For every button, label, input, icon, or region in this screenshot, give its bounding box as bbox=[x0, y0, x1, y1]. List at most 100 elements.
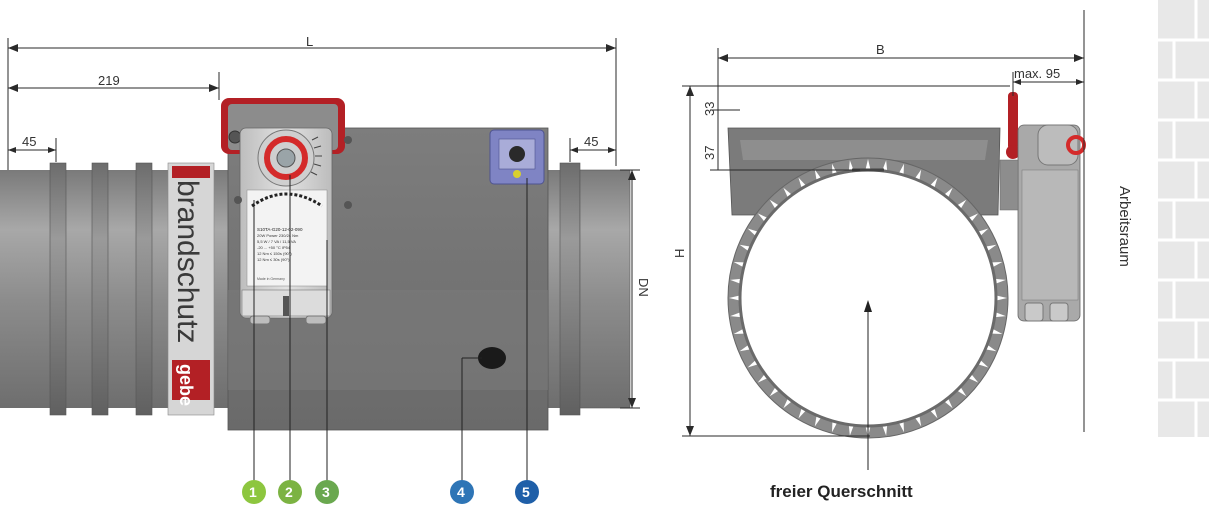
brand-logo-top bbox=[172, 166, 210, 178]
svg-text:12 Nm ≤ 30s (90°): 12 Nm ≤ 30s (90°) bbox=[257, 257, 290, 262]
insulation-tooth bbox=[730, 312, 741, 318]
insulation-tooth bbox=[968, 374, 979, 383]
inspection-opening bbox=[478, 347, 506, 369]
svg-text:4: 4 bbox=[457, 484, 465, 500]
wall-hatching bbox=[1158, 0, 1209, 437]
insulation-teeth bbox=[729, 159, 1007, 437]
front-dimensions: B max. 95 H 33 37 bbox=[672, 10, 1085, 470]
callout-badge-5 bbox=[515, 480, 539, 504]
svg-text:2: 2 bbox=[285, 484, 293, 500]
pipe-end-right bbox=[579, 169, 631, 409]
dim-DN: DN bbox=[636, 278, 651, 297]
working-space-label: Arbeitsraum bbox=[1116, 186, 1133, 267]
flange-ring-left-2 bbox=[91, 162, 109, 416]
insulation-tooth bbox=[747, 360, 758, 368]
flange-ring-left-3 bbox=[135, 162, 153, 416]
svg-text:12 Nm ≤ 150s (90°): 12 Nm ≤ 150s (90°) bbox=[257, 251, 292, 256]
dial-scale bbox=[310, 136, 322, 176]
svg-text:5,5 W / 7 VA / 11,5 VA: 5,5 W / 7 VA / 11,5 VA bbox=[257, 239, 296, 244]
brand-logo-text: gebe bbox=[176, 364, 196, 406]
insulation-tooth bbox=[757, 213, 768, 222]
insulation-tooth bbox=[848, 425, 854, 436]
insulation-tooth bbox=[968, 213, 979, 222]
insulation-tooth bbox=[915, 416, 922, 427]
insulation-tooth bbox=[769, 387, 779, 397]
insulation-tooth bbox=[882, 425, 888, 436]
insulation-tooth bbox=[995, 312, 1006, 318]
insulation-tooth bbox=[957, 387, 967, 397]
insulation-tooth bbox=[882, 160, 888, 171]
callout-badge-3 bbox=[315, 480, 339, 504]
insulation-tooth bbox=[769, 199, 779, 209]
bracket-screw bbox=[228, 130, 242, 144]
dim-219: 219 bbox=[98, 73, 120, 88]
insulation-tooth bbox=[978, 228, 989, 236]
front-view bbox=[727, 92, 1086, 439]
brand-logo-bottom bbox=[172, 360, 210, 400]
insulation-tooth bbox=[865, 159, 871, 170]
dim-max-95: max. 95 bbox=[1014, 66, 1060, 81]
actuator-label-plate bbox=[246, 189, 328, 287]
insulation-tooth bbox=[733, 262, 745, 267]
side-dimensions: L 219 45 45 DN bbox=[7, 34, 651, 482]
svg-text:5: 5 bbox=[522, 484, 530, 500]
dim-B: B bbox=[876, 42, 885, 57]
insulation-tooth bbox=[783, 187, 792, 198]
insulation-tooth bbox=[995, 278, 1006, 284]
insulation-tooth bbox=[944, 187, 953, 198]
dim-33: 33 bbox=[702, 102, 717, 116]
callout-badge-2 bbox=[278, 480, 302, 504]
svg-text:-20 ... +50 °C IP54: -20 ... +50 °C IP54 bbox=[257, 245, 291, 250]
insulation-tooth bbox=[848, 160, 854, 171]
insulation-tooth bbox=[783, 398, 792, 409]
brand-vertical-text: brandschutz bbox=[171, 180, 204, 343]
insulation-tooth bbox=[747, 228, 758, 236]
dim-L: L bbox=[306, 34, 313, 49]
insulation-tooth bbox=[899, 421, 904, 433]
insulation-tooth bbox=[733, 329, 745, 334]
insulation-tooth bbox=[930, 177, 938, 188]
svg-text:Made in Germany: Made in Germany bbox=[257, 277, 285, 281]
insulation-tooth bbox=[729, 295, 740, 301]
insulation-tooth bbox=[991, 329, 1003, 334]
side-view: brandschutz gebe S10TA-G20-12-02-090 bbox=[0, 98, 631, 431]
insulation-tooth bbox=[798, 177, 806, 188]
free-cross-section-label: freier Querschnitt bbox=[770, 482, 913, 501]
dim-37: 37 bbox=[702, 146, 717, 160]
insulation-tooth bbox=[814, 416, 821, 427]
insulation-tooth bbox=[930, 408, 938, 419]
dim-45-left: 45 bbox=[22, 134, 36, 149]
insulation-tooth bbox=[730, 278, 741, 284]
callout-badge-1 bbox=[242, 480, 266, 504]
svg-text:1: 1 bbox=[249, 484, 257, 500]
insulation-tooth bbox=[814, 169, 821, 180]
insulation-tooth bbox=[832, 421, 837, 433]
manual-override-knob[interactable] bbox=[264, 136, 308, 180]
red-handle bbox=[1008, 92, 1018, 150]
flange-ring-right bbox=[559, 162, 581, 416]
svg-text:S10TA-G20-12-02-090: S10TA-G20-12-02-090 bbox=[257, 227, 303, 232]
flange-ring-left-1 bbox=[49, 162, 67, 416]
dim-45-right: 45 bbox=[584, 134, 598, 149]
insulation-tooth bbox=[944, 398, 953, 409]
insulation-tooth bbox=[991, 262, 1003, 267]
insulation-tooth bbox=[957, 199, 967, 209]
svg-text:3: 3 bbox=[322, 484, 330, 500]
insulation-tooth bbox=[739, 345, 750, 352]
insulation-tooth bbox=[899, 163, 904, 175]
rotation-arc bbox=[251, 192, 323, 208]
cable-gland-left bbox=[249, 315, 271, 325]
callout-badges: 1 2 3 4 5 bbox=[242, 480, 539, 504]
insulation-tooth bbox=[798, 408, 806, 419]
insulation-tooth bbox=[978, 360, 989, 368]
insulation-tooth bbox=[996, 295, 1007, 301]
insulation-tooth bbox=[739, 244, 750, 251]
callout-badge-4 bbox=[450, 480, 474, 504]
insulation-tooth bbox=[986, 244, 997, 251]
insulation-tooth bbox=[915, 169, 922, 180]
insulation-tooth bbox=[832, 163, 837, 175]
dim-H: H bbox=[672, 249, 687, 258]
cable-gland-right bbox=[305, 315, 327, 325]
insulation-tooth bbox=[986, 345, 997, 352]
